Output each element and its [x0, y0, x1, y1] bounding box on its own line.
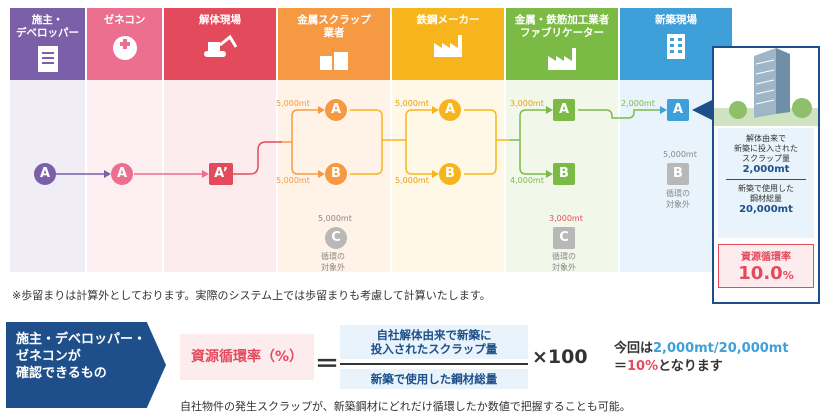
boxes-icon: [278, 44, 390, 74]
summary-rate-unit: %: [782, 269, 794, 282]
node-scrap-b: B: [325, 163, 347, 185]
node-new-a: A: [667, 99, 689, 121]
label-excluded-3: 循環の 対象外: [666, 189, 690, 209]
factory-icon: [506, 44, 618, 74]
column-title: 解体現場: [199, 14, 241, 26]
label-mill-b: 5,000mt: [395, 176, 429, 185]
numerator: 自社解体由来で新築に 投入されたスクラップ量: [340, 325, 528, 359]
summary-rate-label: 資源循環率: [741, 252, 791, 263]
result-calc: 2,000mt/20,000mt: [653, 341, 789, 356]
excavator-icon: [164, 31, 276, 61]
label-fab-c: 3,000mt: [549, 214, 583, 223]
node-fab-b: B: [553, 163, 575, 185]
fraction: 自社解体由来で新築に 投入されたスクラップ量 新築で使用した鋼材総量: [340, 325, 528, 389]
node-gen-a: A: [111, 163, 133, 185]
label-fab-a: 3,000mt: [510, 99, 544, 108]
hardhat-icon: [87, 31, 162, 61]
node-demo-a: A’: [209, 163, 233, 185]
column-header: 鉄鋼メーカー: [392, 8, 504, 80]
column-title: 新築現場: [655, 14, 697, 26]
node-fab-a: A: [553, 99, 575, 121]
result-pct: 10%: [627, 359, 659, 374]
document-icon: [10, 44, 85, 74]
label-excluded-2: 循環の 対象外: [552, 252, 576, 272]
label-fab-b: 4,000mt: [510, 176, 544, 185]
footnote: ※歩留まりは計算外としております。実際のシステム上では歩留まりも考慮して計算いた…: [12, 289, 491, 302]
summary-rate-value: 10.0: [738, 263, 783, 284]
equals-sign: ＝: [315, 350, 339, 378]
result-text: 今回は2,000mt/20,000mt ＝10%となります: [614, 340, 789, 376]
summary-steel-label: 新築で使用した 鋼材総量: [738, 184, 794, 203]
node-owner-a: A: [34, 163, 56, 185]
who-text: 施主・デベロッパー・ ゼネコンが 確認できるもの: [16, 332, 147, 381]
column-header: 金属スクラップ 業者: [278, 8, 390, 80]
label-mill-a: 5,000mt: [395, 99, 429, 108]
summary-scrap-value: 2,000mt: [742, 164, 790, 175]
label-excluded-1: 循環の 対象外: [321, 252, 345, 272]
building-icon: [620, 31, 732, 61]
summary-box: 解体由来で 新築に投入された スクラップ量 2,000mt 新築で使用した 鋼材…: [712, 46, 820, 304]
label-new-b: 5,000mt: [663, 150, 697, 159]
column-title: 金属・鉄筋加工業者 ファブリケーター: [514, 14, 610, 39]
column-title: ゼネコン: [103, 14, 146, 26]
times-100: ×100: [532, 346, 588, 368]
result-suffix: となります: [658, 359, 723, 374]
building-illustration: [714, 48, 818, 126]
node-fab-c: C: [553, 227, 575, 249]
node-scrap-a: A: [325, 99, 347, 121]
node-new-b: B: [667, 163, 689, 185]
column-1: ゼネコン: [87, 8, 162, 278]
summary-scrap-label: 解体由来で 新築に投入された スクラップ量: [734, 134, 798, 163]
node-scrap-c: C: [325, 227, 347, 249]
who-banner: 施主・デベロッパー・ ゼネコンが 確認できるもの: [6, 322, 166, 408]
column-title: 鉄鋼メーカー: [416, 14, 480, 26]
result-eq: ＝: [614, 359, 628, 374]
column-header: 解体現場: [164, 8, 276, 80]
label-scrap-b: 5,000mt: [276, 176, 310, 185]
result-prefix: 今回は: [614, 341, 654, 356]
column-header: 施主・ デベロッパー: [10, 8, 85, 80]
denominator: 新築で使用した鋼材総量: [340, 369, 528, 389]
node-mill-b: B: [439, 163, 461, 185]
factory-icon: [392, 31, 504, 61]
formula-caption: 自社物件の発生スクラップが、新築鋼材にどれだけ循環したか数値で把握することも可能…: [180, 400, 631, 413]
column-title: 施主・ デベロッパー: [16, 14, 79, 39]
column-header: ゼネコン: [87, 8, 162, 80]
label-new-a: 2,000mt: [621, 99, 655, 108]
rate-label-box: 資源循環率（%）: [180, 334, 314, 380]
column-header: 金属・鉄筋加工業者 ファブリケーター: [506, 8, 618, 80]
node-mill-a: A: [439, 99, 461, 121]
label-scrap-c: 5,000mt: [318, 214, 352, 223]
summary-steel-value: 20,000mt: [739, 204, 793, 215]
column-title: 金属スクラップ 業者: [297, 14, 371, 39]
label-scrap-a: 5,000mt: [276, 99, 310, 108]
